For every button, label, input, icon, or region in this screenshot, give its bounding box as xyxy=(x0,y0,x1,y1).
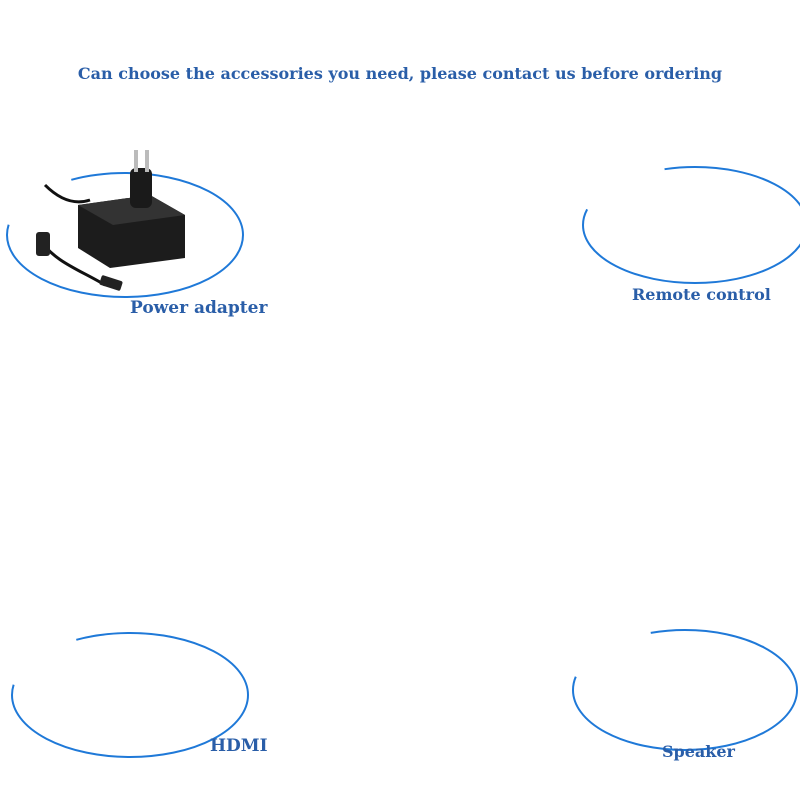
speaker-arc xyxy=(572,629,798,751)
power-adapter-label: Power adapter xyxy=(130,298,268,318)
remote-control-arc xyxy=(582,166,800,284)
speaker-label: Speaker xyxy=(662,742,735,761)
headline: Can choose the accessories you need, ple… xyxy=(77,64,723,83)
remote-control-label: Remote control xyxy=(632,285,771,304)
accessory-arcs xyxy=(6,166,800,758)
hdmi-label: HDMI xyxy=(210,736,268,756)
hdmi-arc xyxy=(11,632,249,758)
power-adapter-image xyxy=(36,150,185,291)
power-adapter-arc xyxy=(6,172,244,298)
